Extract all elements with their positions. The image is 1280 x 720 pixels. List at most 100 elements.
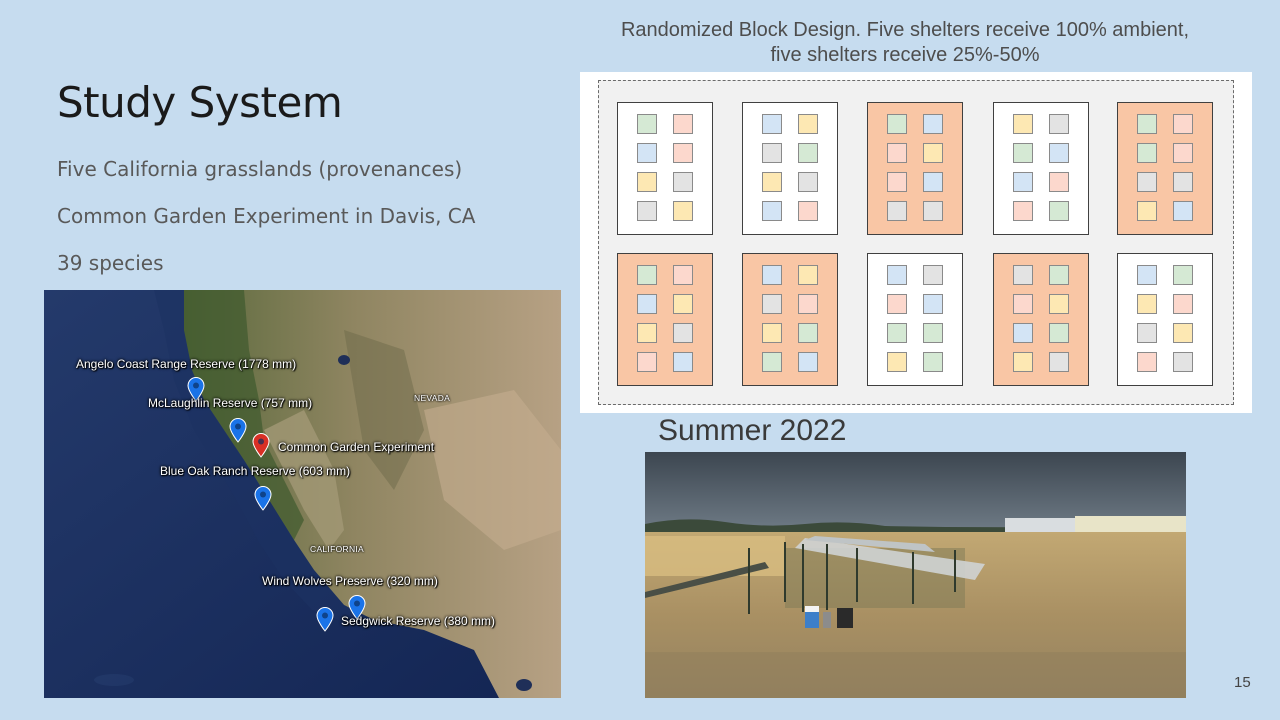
plot-blue	[762, 201, 782, 221]
plot-green	[1049, 201, 1069, 221]
plot-yellow	[1013, 352, 1033, 372]
map-site-label: Sedgwick Reserve (380 mm)	[341, 614, 496, 628]
map-site-label: Angelo Coast Range Reserve (1778 mm)	[76, 357, 297, 371]
plot-gray	[673, 323, 693, 343]
block-design-diagram	[580, 72, 1252, 413]
shelter-ambient	[867, 253, 963, 386]
plot-blue	[637, 143, 657, 163]
plot-green	[1013, 143, 1033, 163]
plot-pink	[1137, 352, 1157, 372]
plot-gray	[637, 201, 657, 221]
map-site-label: Common Garden Experiment	[278, 440, 435, 454]
plot-yellow	[887, 352, 907, 372]
design-title-line-2: five shelters receive 25%-50%	[770, 44, 1040, 66]
plot-pink	[1013, 201, 1033, 221]
plot-blue	[887, 265, 907, 285]
plot-yellow	[1137, 201, 1157, 221]
plot-pink	[673, 143, 693, 163]
plot-yellow	[637, 323, 657, 343]
design-title: Randomized Block Design. Five shelters r…	[585, 18, 1225, 68]
plot-pink	[1173, 114, 1193, 134]
shelter-reduced	[742, 253, 838, 386]
plot-pink	[1173, 143, 1193, 163]
shelter-reduced	[617, 253, 713, 386]
plot-gray	[762, 143, 782, 163]
plot-green	[637, 265, 657, 285]
plot-green	[923, 352, 943, 372]
photo-caption: Summer 2022	[658, 414, 847, 447]
plot-pink	[887, 172, 907, 192]
plot-yellow	[1013, 114, 1033, 134]
plot-yellow	[1173, 323, 1193, 343]
plot-yellow	[923, 143, 943, 163]
plot-gray	[923, 201, 943, 221]
map-pin-icon[interactable]	[187, 377, 205, 402]
bullet-provenances: Five California grasslands (provenances)	[57, 157, 463, 181]
plot-pink	[887, 294, 907, 314]
shelter-reduced	[867, 102, 963, 235]
plot-yellow	[762, 172, 782, 192]
plot-green	[1049, 323, 1069, 343]
plot-blue	[637, 294, 657, 314]
page-number: 15	[1234, 674, 1251, 691]
plot-gray	[1173, 352, 1193, 372]
field-photo	[645, 452, 1186, 698]
plot-green	[1137, 114, 1157, 134]
plot-green	[887, 323, 907, 343]
shelter-ambient	[1117, 253, 1213, 386]
plot-blue	[798, 352, 818, 372]
plot-green	[1049, 265, 1069, 285]
plot-gray	[1137, 323, 1157, 343]
plot-yellow	[637, 172, 657, 192]
shelter-ambient	[617, 102, 713, 235]
map-pin-icon[interactable]	[229, 418, 247, 443]
map-state-label: NEVADA	[414, 393, 451, 403]
experimental-block-boundary	[598, 80, 1234, 405]
plot-green	[887, 114, 907, 134]
map-pin-icon[interactable]	[348, 595, 366, 620]
plot-pink	[1013, 294, 1033, 314]
plot-blue	[923, 294, 943, 314]
plot-blue	[923, 172, 943, 192]
plot-gray	[923, 265, 943, 285]
plot-pink	[798, 201, 818, 221]
plot-pink	[1173, 294, 1193, 314]
plot-pink	[1049, 172, 1069, 192]
plot-green	[762, 352, 782, 372]
plot-pink	[887, 143, 907, 163]
plot-yellow	[673, 294, 693, 314]
plot-pink	[637, 352, 657, 372]
plot-blue	[923, 114, 943, 134]
plot-yellow	[798, 114, 818, 134]
plot-gray	[1049, 114, 1069, 134]
map-site-label: Blue Oak Ranch Reserve (603 mm)	[160, 464, 351, 478]
plot-yellow	[1049, 294, 1069, 314]
plot-blue	[762, 265, 782, 285]
plot-gray	[887, 201, 907, 221]
plot-green	[923, 323, 943, 343]
map-state-label: CALIFORNIA	[310, 544, 365, 554]
plot-blue	[673, 352, 693, 372]
map-site-label: Wind Wolves Preserve (320 mm)	[262, 574, 438, 588]
map-pin-icon[interactable]	[316, 607, 334, 632]
bullet-common-garden: Common Garden Experiment in Davis, CA	[57, 204, 476, 228]
plot-green	[798, 143, 818, 163]
plot-blue	[1137, 265, 1157, 285]
plot-gray	[798, 172, 818, 192]
shelter-reduced	[993, 253, 1089, 386]
shelter-reduced	[1117, 102, 1213, 235]
plot-yellow	[762, 323, 782, 343]
plot-blue	[1049, 143, 1069, 163]
plot-green	[637, 114, 657, 134]
plot-gray	[673, 172, 693, 192]
plot-blue	[1013, 323, 1033, 343]
plot-blue	[1013, 172, 1033, 192]
plot-yellow	[798, 265, 818, 285]
plot-gray	[1137, 172, 1157, 192]
plot-yellow	[673, 201, 693, 221]
plot-green	[1173, 265, 1193, 285]
map-pin-icon[interactable]	[254, 486, 272, 511]
map-pin-red-icon[interactable]	[252, 433, 270, 458]
plot-gray	[1173, 172, 1193, 192]
plot-gray	[1049, 352, 1069, 372]
